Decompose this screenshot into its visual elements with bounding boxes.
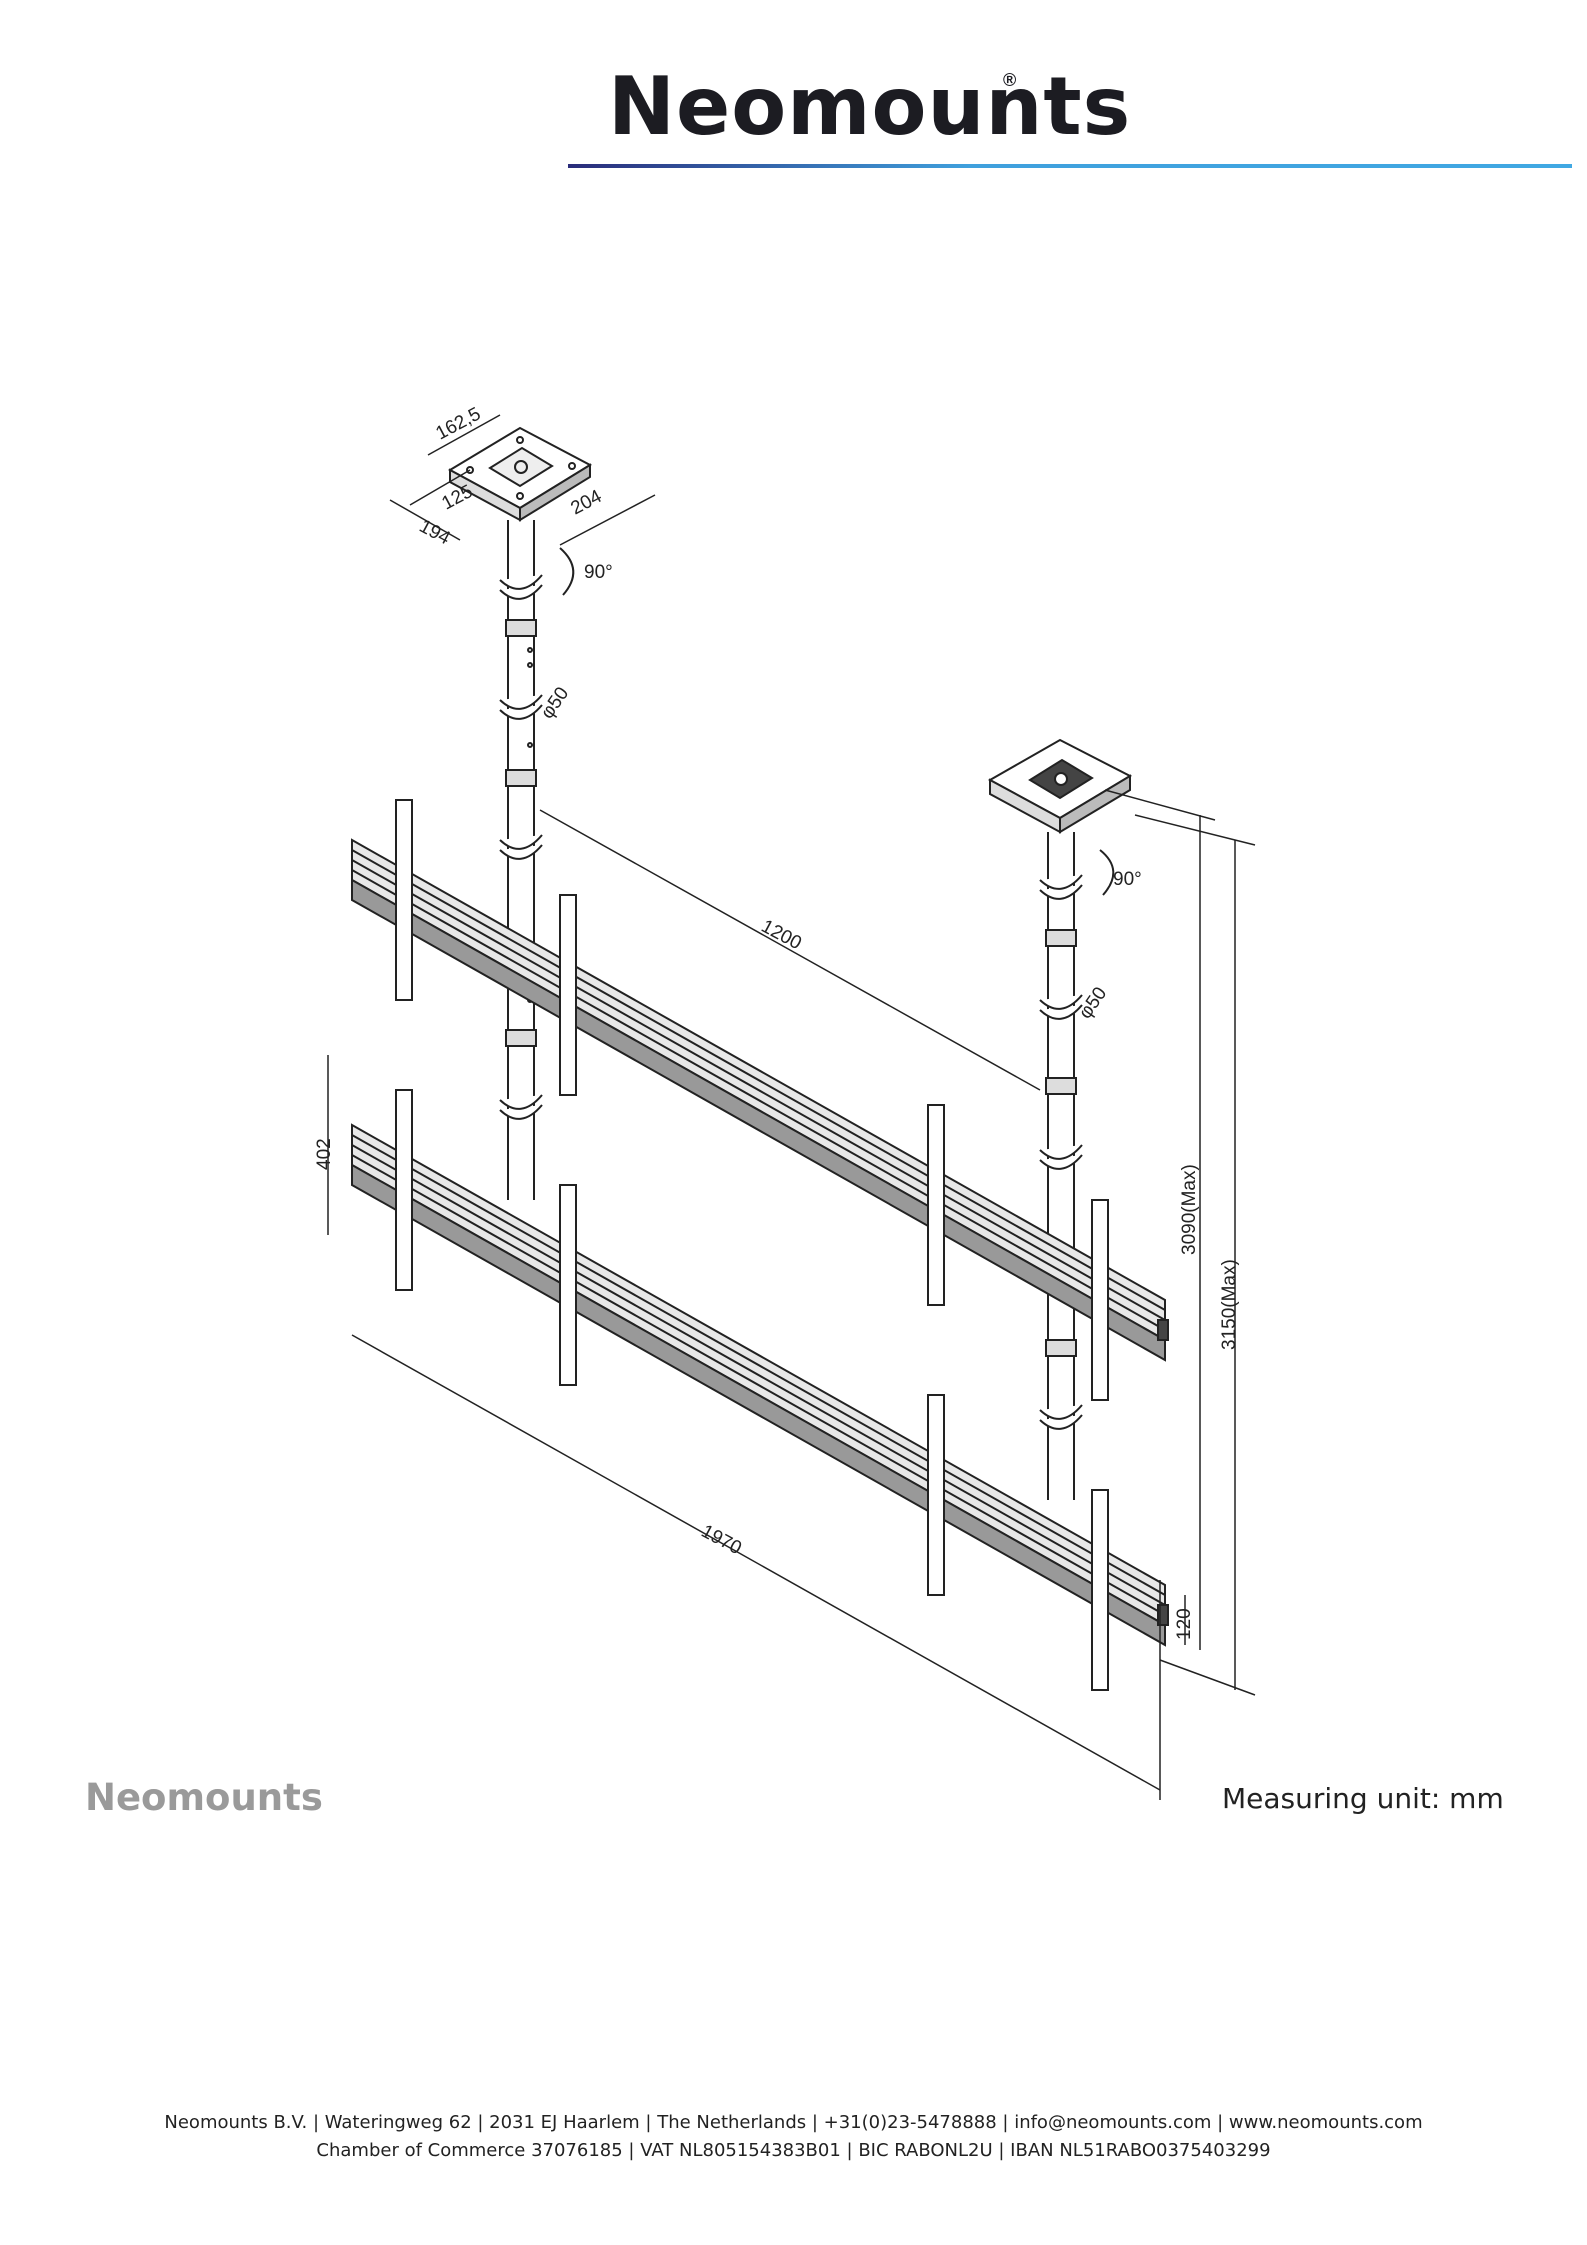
dim-rail-spacing: 402 — [314, 1138, 335, 1170]
footer-registration: Chamber of Commerce 37076185 | VAT NL805… — [316, 2140, 1271, 2161]
brand-logo: Neomounts — [608, 60, 1132, 153]
pole-right — [1039, 832, 1083, 1500]
dim-height-3090: 3090(Max) — [1179, 1164, 1200, 1255]
brand-watermark: Neomounts — [85, 1776, 323, 1819]
dim-rail-height: 120 — [1174, 1608, 1195, 1640]
ceiling-plate-right — [987, 738, 1133, 834]
rotation-arrow-1 — [559, 547, 575, 596]
dim-rotation-2: 90° — [1113, 869, 1142, 890]
footer-address: Neomounts B.V. | Wateringweg 62 | 2031 E… — [164, 2112, 1423, 2133]
dim-plate-c: 194 — [416, 516, 454, 550]
dimension-lines — [327, 414, 1256, 1800]
dim-height-3150: 3150(Max) — [1219, 1259, 1240, 1350]
dim-pole-diameter-1: φ50 — [537, 683, 573, 722]
registered-mark: ® — [1003, 70, 1017, 90]
rotation-arrow-2 — [1099, 849, 1115, 896]
dim-pole-diameter-2: φ50 — [1075, 983, 1111, 1022]
upper-rail — [351, 838, 1169, 1362]
dim-total-width: 1970 — [698, 1521, 745, 1559]
pole-left — [499, 520, 543, 1200]
header-divider — [568, 164, 1572, 168]
lower-rail — [351, 1123, 1169, 1647]
dim-plate-d: 204 — [567, 486, 605, 520]
dim-pole-spacing: 1200 — [758, 916, 805, 954]
ceiling-plate-left — [447, 426, 593, 522]
measuring-unit-label: Measuring unit: mm — [1222, 1782, 1504, 1815]
dim-rotation-1: 90° — [584, 562, 613, 583]
screen-brackets — [395, 799, 1109, 1691]
